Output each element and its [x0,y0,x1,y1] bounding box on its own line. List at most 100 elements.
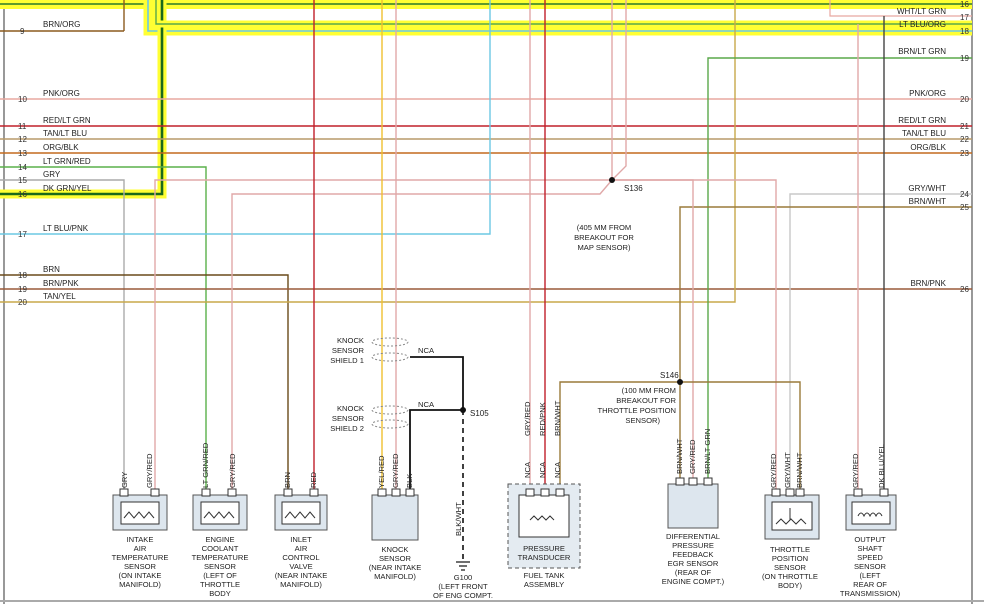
svg-text:FEEDBACK: FEEDBACK [673,550,714,559]
pin-num: 12 [18,135,27,144]
svg-text:DK BLU/YEL: DK BLU/YEL [877,444,886,488]
pin-num: 14 [18,163,27,172]
svg-text:GRY/WHT: GRY/WHT [783,452,792,488]
wire-25 [679,206,972,495]
wire-label: PNK/ORG [909,89,946,98]
component-dpfe [667,483,719,529]
svg-text:REAR OF: REAR OF [853,580,887,589]
wire-dkgrn-yel [0,0,164,196]
wire-label: TAN/YEL [43,292,76,301]
svg-text:SENSOR: SENSOR [204,562,237,571]
wire-tps-brnwht [680,381,801,495]
svg-text:BLK: BLK [405,474,414,488]
splice-s105 [460,407,466,413]
pin-num: 19 [960,54,969,63]
pin-num: 17 [18,230,27,239]
wire-label: BRN/ORG [43,20,80,29]
splice-note-s136: (405 MM FROM BREAKOUT FOR MAP SENSOR) [574,223,634,252]
shield-1-icon [371,337,409,362]
svg-text:ENGINE COMPT.): ENGINE COMPT.) [662,577,725,586]
svg-text:GRY/RED: GRY/RED [769,453,778,488]
svg-text:TEMPERATURE: TEMPERATURE [112,553,169,562]
svg-text:SENSOR: SENSOR [332,414,365,423]
svg-text:EGR SENSOR: EGR SENSOR [668,559,719,568]
svg-text:G100: G100 [454,573,473,582]
svg-text:KNOCK: KNOCK [337,336,364,345]
wire-label: DK GRN/YEL [43,184,92,193]
component-ftpt [507,483,581,569]
pin-num: 18 [960,27,969,36]
svg-text:SHIELD 2: SHIELD 2 [330,424,364,433]
pin-num: 16 [960,0,969,9]
svg-text:AIR: AIR [295,544,308,553]
caption-dpfe: DIFFERENTIAL PRESSURE FEEDBACK EGR SENSO… [662,532,725,586]
wire-gryred-dpfe [612,179,694,495]
svg-text:AIR: AIR [134,544,147,553]
wire-17 [0,0,491,235]
pin-num: 24 [960,190,969,199]
wire-20 [0,0,736,303]
svg-text:SENSOR: SENSOR [854,562,887,571]
svg-text:SENSOR: SENSOR [774,563,807,572]
nca-label: NCA [418,400,435,409]
wire-ftpt-brnwht [559,381,680,495]
svg-text:CONTROL: CONTROL [282,553,319,562]
svg-text:YEL/RED: YEL/RED [377,455,386,488]
nca-label: NCA [418,346,435,355]
ground-icon [456,561,470,571]
wire-label: TAN/LT BLU [902,129,946,138]
coil-icon [851,501,891,525]
transducer-icon [529,515,555,521]
pin-num: 23 [960,149,969,158]
wire-label: ORG/BLK [43,143,79,152]
svg-text:BREAKOUT FOR: BREAKOUT FOR [574,233,634,242]
svg-text:GRY/RED: GRY/RED [391,453,400,488]
svg-text:THROTTLE POSITION: THROTTLE POSITION [598,406,676,415]
wire-17-right [829,0,972,17]
svg-text:TEMPERATURE: TEMPERATURE [192,553,249,562]
pin-num: 11 [18,122,27,131]
splice-s146 [677,379,683,385]
svg-text:BODY): BODY) [778,581,803,590]
svg-text:ENGINE: ENGINE [205,535,234,544]
wire-label: BRN [43,265,60,274]
wire-14 [0,166,207,495]
wire-label: LT GRN/RED [43,157,91,166]
pin-stubs [119,477,889,497]
wire-ltblu-org [147,0,972,32]
component-oss [845,494,897,531]
component-iacv [274,494,328,531]
splice-label-s146: S146 [660,371,679,380]
svg-text:BRN/WHT: BRN/WHT [553,400,562,436]
wire-label: PNK/ORG [43,89,80,98]
shield-1-label: KNOCK SENSOR SHIELD 1 [330,336,364,365]
svg-text:BRN/WHT: BRN/WHT [795,452,804,488]
svg-text:(100 MM FROM: (100 MM FROM [622,386,676,395]
wire-label: GRY [43,170,61,179]
svg-text:NCA: NCA [538,461,547,478]
svg-text:VALVE: VALVE [289,562,312,571]
wire-label: RED/LT GRN [43,116,91,125]
svg-text:SENSOR): SENSOR) [625,416,660,425]
wire-24 [789,193,972,495]
pressure-transducer-label: PRESSURE TRANSDUCER [518,544,571,562]
caption-oss: OUTPUT SHAFT SPEED SENSOR (LEFT REAR OF … [840,535,901,598]
shield-2-icon [371,405,409,429]
pin-num: 20 [960,95,969,104]
svg-text:GRY/RED: GRY/RED [688,439,697,474]
svg-text:SHIELD 1: SHIELD 1 [330,356,364,365]
wire-label: BRN/PNK [910,279,946,288]
svg-text:TRANSDUCER: TRANSDUCER [518,553,571,562]
pin-labels: GRY GRY/RED LT GRN/RED GRY/RED BRN RED Y… [120,400,886,488]
wire-18 [0,274,289,495]
wire-label: TAN/LT BLU [43,129,87,138]
svg-text:BRN: BRN [283,472,292,488]
svg-text:(NEAR INTAKE: (NEAR INTAKE [369,563,422,572]
component-ks [371,494,419,541]
svg-text:OF ENG COMPT.: OF ENG COMPT. [433,591,493,600]
caption-iat: INTAKE AIR TEMPERATURE SENSOR (ON INTAKE… [112,535,169,589]
svg-text:(ON THROTTLE: (ON THROTTLE [762,572,818,581]
splice-note-s146: (100 MM FROM BREAKOUT FOR THROTTLE POSIT… [598,386,677,425]
svg-text:(405 MM FROM: (405 MM FROM [577,223,631,232]
